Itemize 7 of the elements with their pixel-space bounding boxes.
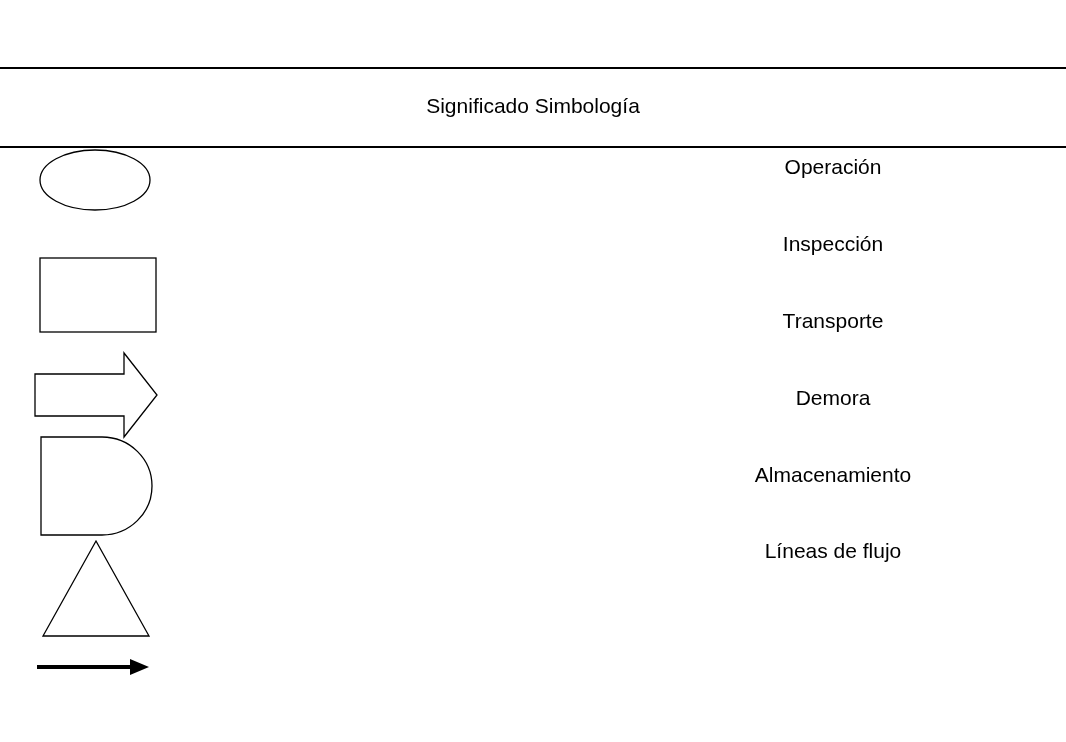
table-header: Significado Simbología	[426, 94, 640, 118]
legend-label: Almacenamiento	[754, 463, 912, 487]
legend-label: Transporte	[782, 309, 884, 333]
legend-label: Inspección	[782, 232, 884, 256]
legend-label: Operación	[784, 155, 882, 179]
legend-label: Líneas de flujo	[764, 539, 902, 563]
legend-label: Demora	[795, 386, 871, 410]
